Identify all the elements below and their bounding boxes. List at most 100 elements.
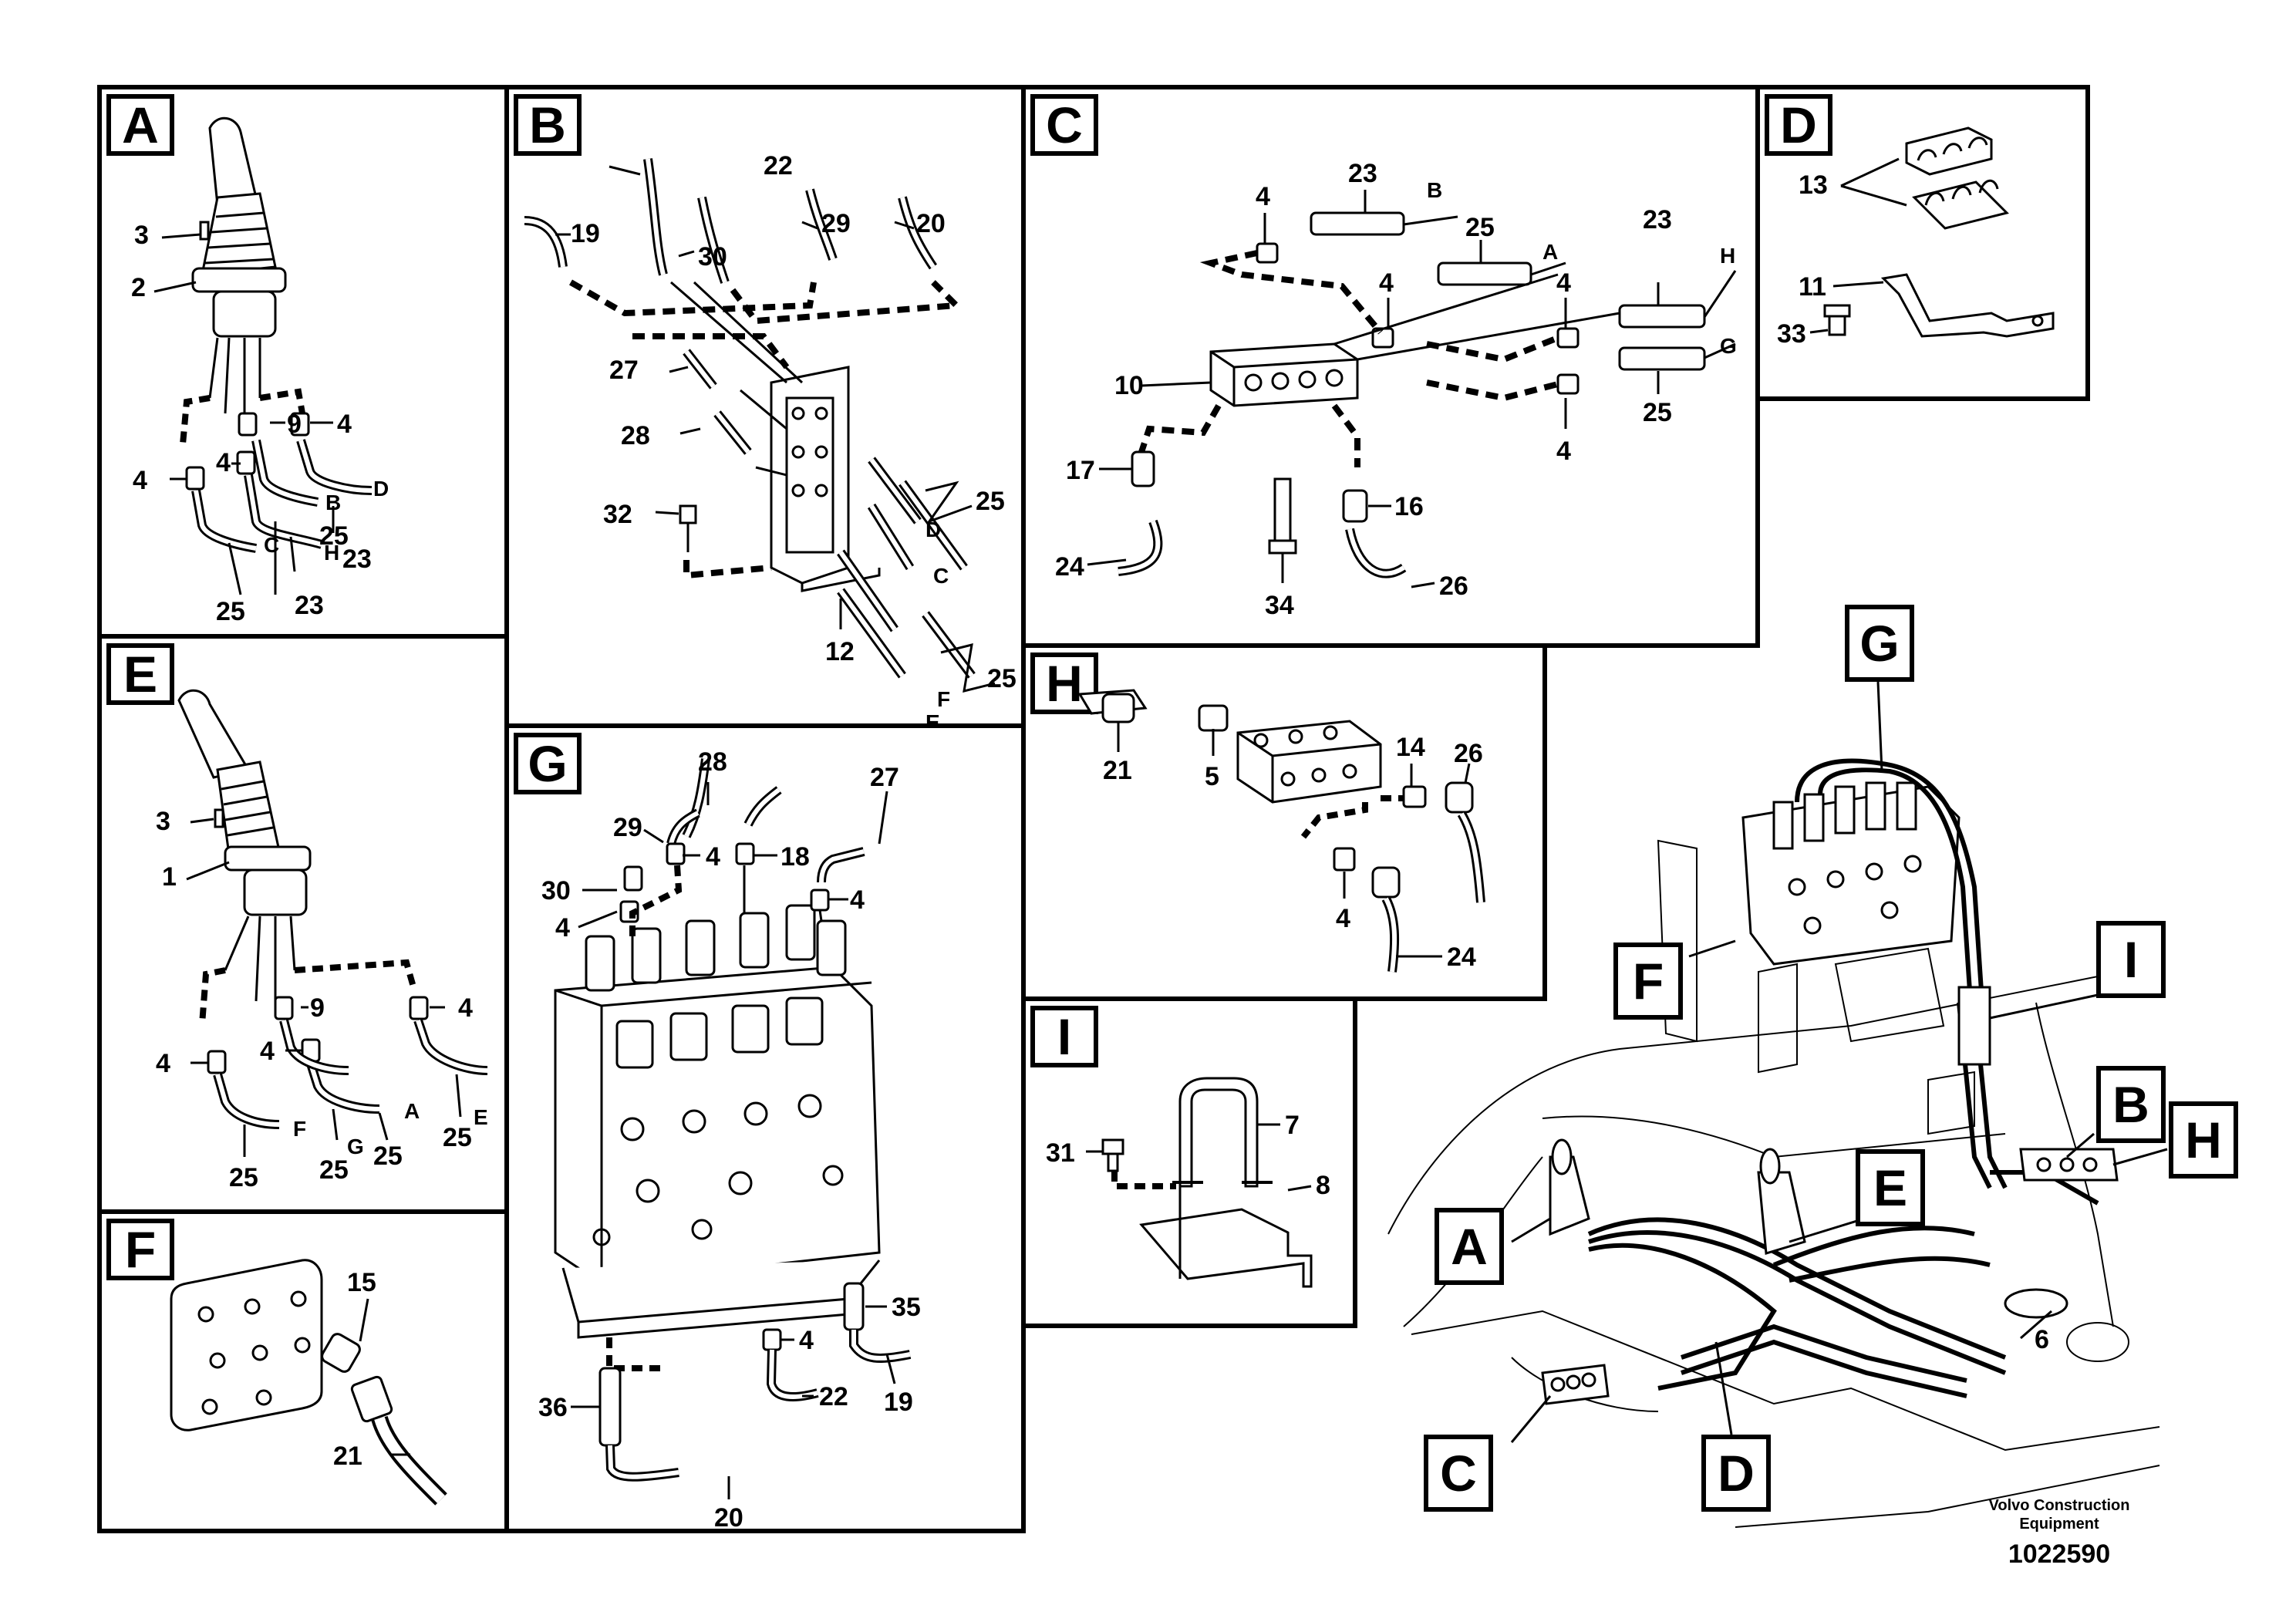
bracket-plate	[1139, 1208, 1313, 1288]
bracket-plate	[1880, 273, 2055, 338]
dashed-line	[683, 560, 772, 579]
callout-number: 30	[698, 242, 727, 271]
callout-number: 4	[706, 842, 720, 872]
callout-number: 25	[319, 1155, 349, 1185]
callout-d: D	[1701, 1435, 1771, 1512]
panel-tag: A	[106, 94, 174, 156]
panel-c: C	[1021, 85, 1760, 648]
callout-number: 29	[613, 813, 642, 842]
callout-number: 28	[621, 421, 650, 450]
callout-number: 25	[229, 1163, 258, 1192]
manifold-bracket-diagram: 22 19 30 29 20 27 28 32 25 25 12 D C F E	[524, 151, 1017, 734]
callout-number: 9	[287, 410, 302, 439]
machine-joystick-right	[1757, 1171, 1806, 1255]
clamp-lower	[1912, 180, 2009, 230]
panel-d: D 13 11 33	[1755, 85, 2090, 401]
hose	[296, 439, 373, 495]
callout-number: 30	[541, 876, 571, 905]
control-valve	[554, 966, 881, 1285]
panel-g: G	[504, 723, 1026, 1533]
dashed-line	[569, 279, 817, 317]
dashed-line	[1331, 403, 1360, 467]
panel-f: F 15 21	[97, 1209, 509, 1533]
callout-number: 6	[2035, 1325, 2049, 1354]
callout-number: 27	[609, 356, 639, 385]
machine-control-valve	[1741, 785, 1961, 966]
callout-i: I	[2096, 921, 2166, 998]
callout-number: 22	[764, 151, 793, 180]
dashed-line	[629, 865, 683, 940]
callout-number: 15	[347, 1268, 376, 1297]
joystick-base	[212, 290, 277, 338]
panel-tag: F	[106, 1219, 174, 1280]
callout-number: 12	[825, 637, 855, 666]
hose-clamp-diagram: 13 11 33	[1777, 126, 2055, 349]
distribution-block-diagram: 23 B 4 25 A 4 23 H 4 G 25 4 10 17 24 34 …	[1055, 159, 1737, 620]
callout-number: 26	[1454, 739, 1483, 768]
callout-number: 19	[884, 1388, 913, 1417]
line-letter: C	[933, 564, 949, 588]
callout-number: 25	[373, 1141, 403, 1171]
mounting-plate	[170, 1259, 323, 1431]
callout-number: 35	[892, 1293, 921, 1322]
control-valve-diagram: 28 27 29 30 4 18 4 4 35 4 36 22 19 20	[538, 747, 921, 1533]
callout-number: 4	[1256, 182, 1270, 211]
joystick-handle	[177, 689, 251, 779]
callout-number: 25	[216, 597, 245, 626]
machine-clamp-i	[1957, 986, 1991, 1066]
dashed-line	[1111, 1171, 1176, 1189]
panel-tag: D	[1765, 94, 1832, 156]
callout-number: 23	[295, 591, 324, 620]
callout-c: C	[1424, 1435, 1493, 1512]
callout-number: 4	[850, 885, 865, 915]
line-letter: H	[1720, 244, 1735, 268]
callout-a: A	[1435, 1208, 1504, 1285]
joystick-diagram: 3 1 9 4 4 4 A E F G 25 25 25 25	[156, 689, 488, 1192]
dashed-line	[730, 280, 963, 325]
panel-a: A 3 2	[97, 85, 509, 639]
line-letter: B	[1427, 178, 1442, 202]
callout-number: 7	[1285, 1111, 1300, 1140]
callout-number: 3	[156, 807, 170, 836]
callout-number: 4	[555, 913, 570, 943]
callout-number: 11	[1799, 272, 1826, 302]
callout-number: 4	[458, 993, 473, 1023]
callout-h: H	[2169, 1101, 2238, 1179]
callout-number: 25	[987, 664, 1017, 693]
callout-number: 4	[1556, 437, 1571, 466]
joystick-base	[243, 868, 308, 916]
dashed-line	[1300, 802, 1368, 839]
callout-number: 32	[603, 500, 632, 529]
callout-number: 13	[1799, 170, 1828, 200]
callout-number: 1	[162, 862, 177, 892]
callout-number: 4	[133, 466, 147, 495]
machine-joystick-left	[1549, 1155, 1590, 1236]
callout-number: 3	[134, 221, 149, 250]
joystick-handle	[208, 116, 258, 207]
callout-number: 4	[216, 448, 231, 477]
callout-number: 18	[781, 842, 810, 872]
callout-number: 36	[538, 1393, 568, 1422]
dashed-line	[259, 388, 305, 414]
callout-number: 4	[260, 1037, 275, 1066]
brand-label: Volvo Construction Equipment	[1988, 1497, 2130, 1533]
callout-number: 20	[714, 1503, 743, 1533]
panel-e: E 3 1 9 4 4 4 A E F	[97, 634, 509, 1214]
clamp-bracket-diagram: 31 7 8	[1046, 1077, 1330, 1288]
callout-number: 2	[131, 273, 146, 302]
joystick-diagram: 3 2 9 4 4 4 D B C H 25 23 25 23	[131, 116, 389, 626]
callout-number: 16	[1394, 492, 1424, 521]
dashed-line	[180, 395, 211, 445]
line-letter: A	[1542, 240, 1558, 264]
hose	[766, 1349, 819, 1401]
callout-number: 4	[337, 410, 352, 439]
callout-number: 9	[310, 993, 325, 1023]
panel-h: H 21 5 14 26 4 24	[1021, 643, 1547, 1001]
dashed-line	[294, 959, 417, 991]
callout-number: 5	[1205, 762, 1219, 791]
machine-block-b	[2019, 1148, 2119, 1182]
line-letter: H	[324, 541, 339, 565]
callout-number: 4	[799, 1326, 814, 1355]
callout-number: 24	[1055, 552, 1084, 582]
callout-number: 4	[156, 1049, 170, 1078]
